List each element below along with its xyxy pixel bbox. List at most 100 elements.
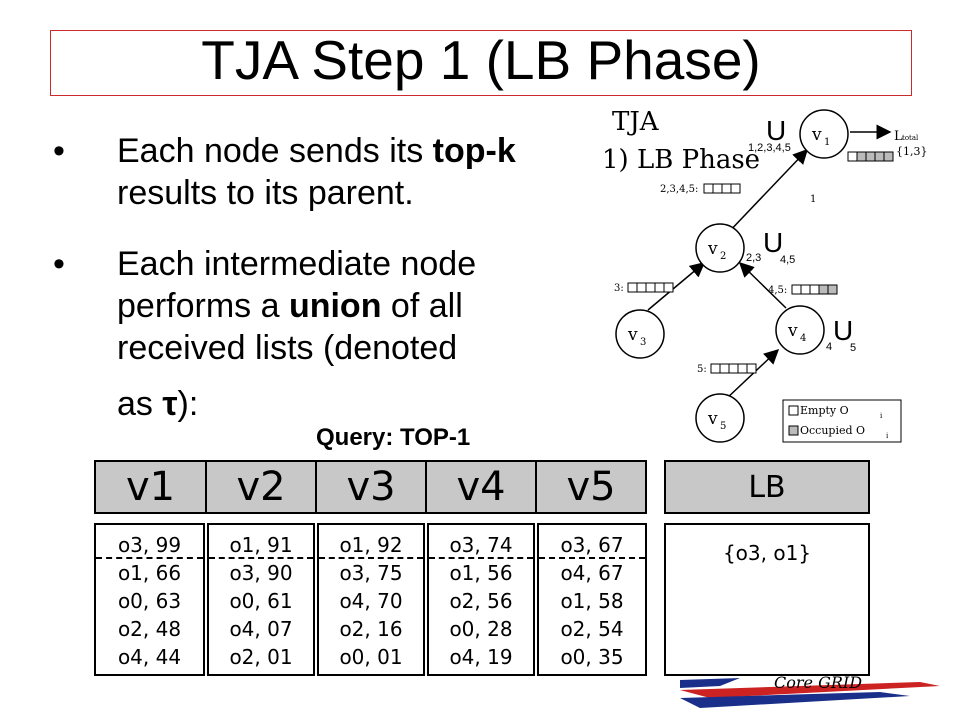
table-cell: o0, 01 — [339, 645, 403, 669]
column-header-v5: v5 — [535, 460, 647, 514]
table-cell: o4, 44 — [117, 645, 182, 669]
table-cell: o4, 67 — [560, 561, 624, 585]
edge-v2-v1 — [724, 148, 809, 237]
bullet-2-bold: union — [288, 287, 382, 325]
ltotal-sub: total — [902, 134, 919, 142]
edge-v3-v2 — [647, 262, 706, 311]
table-cell: o1, 56 — [449, 561, 513, 585]
coregrid-logo: Core GRID — [680, 673, 940, 708]
query-label: Query: TOP-1 — [316, 424, 471, 451]
node-v5 — [695, 393, 745, 443]
table-cell: o4, 07 — [229, 617, 293, 641]
union-v4-sub-a: 4 — [826, 341, 832, 353]
phase-label: 1) LB Phase — [602, 145, 760, 175]
table-cell: o2, 16 — [339, 617, 403, 641]
logo-swoosh-red — [680, 682, 940, 698]
legend-occupied-sub: i — [886, 432, 889, 440]
table-cell: o2, 48 — [117, 617, 182, 641]
legend-box — [782, 399, 902, 443]
bullet-1-line-1: Each node sends its top-k — [117, 130, 516, 172]
column-v5: o3, 67 o4, 67 o1, 58 o2, 54 o0, 35 — [537, 523, 647, 676]
column-v1: o3, 99 o1, 66 o0, 63 o2, 48 o4, 44 — [94, 523, 205, 676]
edge-label: 1 — [810, 194, 816, 205]
table-cell: o3, 74 — [429, 533, 533, 559]
table-cell: o3, 67 — [539, 533, 645, 559]
union-v2-sub-a: 2,3 — [746, 252, 761, 264]
ltotal-label: L — [894, 129, 903, 144]
table-cell: o3, 90 — [229, 561, 293, 585]
node-v3-label: v — [627, 325, 638, 345]
legend-empty-sub: i — [880, 412, 883, 420]
table-cell: o1, 91 — [209, 533, 313, 559]
table-cell: o0, 63 — [117, 589, 182, 613]
lb-result: {o3, o1} — [664, 523, 870, 676]
bullet-2-line-3: received lists (denoted — [117, 329, 458, 367]
node-v1 — [799, 109, 849, 159]
bullet-marker: • — [53, 245, 65, 283]
bullet-2-line-1: Each intermediate node — [117, 245, 477, 283]
table-cell: o4, 19 — [449, 645, 513, 669]
tja-label: TJA — [612, 107, 660, 137]
list-label-45: 4,5: — [768, 285, 787, 296]
bullet-2-line-2: performs a union of all — [117, 285, 476, 327]
table-cell: o0, 28 — [449, 617, 513, 641]
tree-diagram: TJA 1) LB Phase v 1 v 2 v 3 v 4 v 5 U 1,… — [602, 107, 928, 443]
node-v3-sub: 3 — [640, 337, 646, 348]
slide-title: TJA Step 1 (LB Phase) — [201, 29, 761, 91]
union-v4-sub-b: 5 — [850, 342, 856, 354]
logo-swoosh-blue — [680, 678, 740, 688]
legend-empty-label: Empty O — [800, 404, 849, 417]
node-v2-label: v — [707, 239, 718, 259]
table-cell: o2, 54 — [560, 617, 624, 641]
legend-occupied-swatch — [788, 425, 799, 436]
lb-header: LB — [664, 460, 870, 514]
logo-swoosh-navy — [680, 692, 910, 708]
column-header-v1: v1 — [94, 460, 207, 514]
bullet-2-as: as — [117, 385, 163, 423]
node-v3 — [615, 309, 665, 359]
column-v4: o3, 74 o1, 56 o2, 56 o0, 28 o4, 19 — [427, 523, 535, 676]
list-label-5: 5: — [697, 364, 707, 375]
node-v1-label: v — [811, 125, 822, 145]
table-cell: o0, 61 — [229, 589, 293, 613]
list-boxes — [627, 151, 894, 374]
bullet-1-line-2: results to its parent. — [117, 174, 414, 212]
column-v3: o1, 92 o3, 75 o4, 70 o2, 16 o0, 01 — [317, 523, 425, 676]
bullet-1-bold: top-k — [432, 132, 516, 170]
edge-v4-v2 — [738, 261, 787, 309]
column-header-v2: v2 — [205, 460, 317, 514]
node-v1-sub: 1 — [824, 137, 830, 148]
union-v4: U — [833, 315, 853, 346]
legend-empty-swatch — [788, 405, 799, 416]
edge-v5-v4 — [724, 348, 780, 401]
union-v1-sub: 1,2,3,4,5 — [748, 142, 791, 154]
legend-occupied-label: Occupied O — [800, 424, 865, 437]
table-cell: o1, 58 — [560, 589, 624, 613]
list-label-2345: 2,3,4,5: — [660, 184, 698, 195]
node-v2 — [695, 223, 745, 273]
table-cell: o1, 66 — [117, 561, 182, 585]
bullet-1-text: Each node sends its — [117, 132, 433, 170]
column-v2: o1, 91 o3, 90 o0, 61 o4, 07 o2, 01 — [207, 523, 315, 676]
table-cell: o2, 01 — [229, 645, 293, 669]
ltotal-value: {1,3} — [896, 145, 928, 158]
bullet-2-line-4: as τ): — [117, 383, 476, 425]
column-header-v3: v3 — [315, 460, 427, 514]
node-v4 — [775, 305, 825, 355]
column-header-v4: v4 — [425, 460, 537, 514]
table-cell: o3, 75 — [339, 561, 403, 585]
title-frame — [50, 30, 912, 96]
union-v2: U — [763, 227, 783, 258]
node-v5-sub: 5 — [720, 421, 726, 432]
logo-text: Core GRID — [774, 673, 862, 692]
tau-symbol: τ — [162, 385, 178, 423]
bullet-marker: • — [53, 132, 65, 170]
bullet-2-text: performs a — [117, 287, 289, 325]
table-cell: o2, 56 — [449, 589, 513, 613]
table-cell: o3, 99 — [96, 533, 203, 559]
list-label-3: 3: — [614, 283, 624, 294]
bullet-1: • Each node sends its top-k results to i… — [53, 130, 516, 214]
bullet-2-close: ): — [177, 385, 199, 423]
union-v1: U — [766, 115, 786, 146]
table-cell: o4, 70 — [339, 589, 403, 613]
